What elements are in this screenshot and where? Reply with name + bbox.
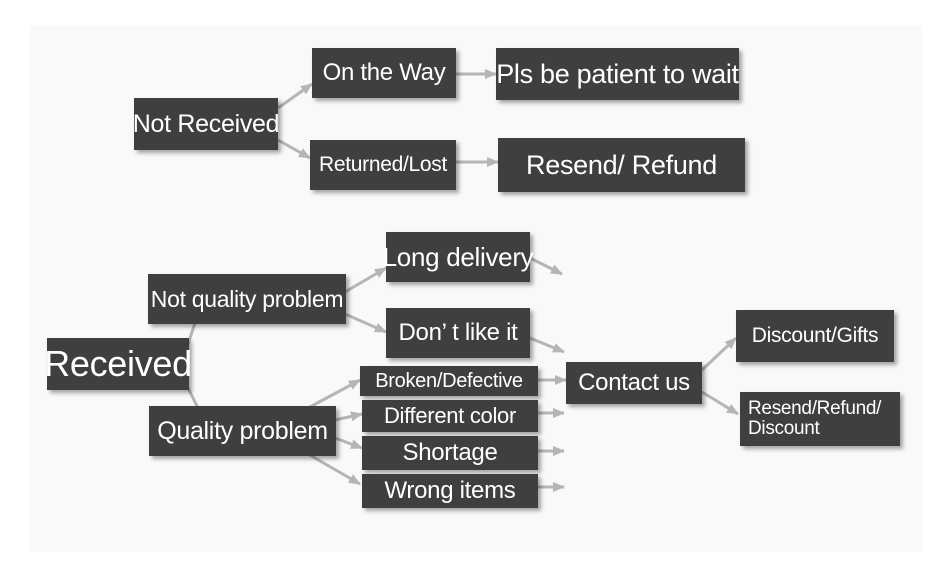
node-contact-us: Contact us xyxy=(566,362,702,404)
node-long-delivery: Long delivery xyxy=(383,232,534,282)
node-shortage: Shortage xyxy=(362,436,538,470)
node-discount-gifts: Discount/Gifts xyxy=(736,310,894,362)
node-resend-refund: Resend/ Refund xyxy=(498,138,745,192)
node-on-the-way: On the Way xyxy=(312,48,456,98)
connector-received-to-not-quality xyxy=(186,319,198,345)
arrow-long-delivery-out xyxy=(529,256,563,276)
arrow-not-quality-to-long-delivery xyxy=(344,266,387,294)
arrow-quality-to-wrong-items xyxy=(307,452,361,486)
node-returned-lost: Returned/Lost xyxy=(310,140,456,190)
arrow-quality-to-broken xyxy=(307,378,361,410)
node-not-received: Not Received xyxy=(133,98,280,150)
node-be-patient: Pls be patient to wait xyxy=(496,48,739,100)
node-wrong-items: Wrong items xyxy=(362,474,538,508)
arrow-not-received-to-on-the-way xyxy=(277,82,313,110)
node-different-color: Different color xyxy=(362,400,538,432)
arrow-quality-to-different-color xyxy=(334,411,363,422)
arrow-not-received-to-returned-lost xyxy=(277,138,311,160)
node-resend-refund-discount: Resend/Refund/ Discount xyxy=(740,392,900,446)
node-dont-like-it: Don’ t like it xyxy=(386,308,530,358)
arrow-contact-to-resend-refund-discount xyxy=(701,390,739,416)
arrow-dont-like-to-contact xyxy=(529,336,565,354)
node-not-quality-problem: Not quality problem xyxy=(148,274,346,324)
node-received: Received xyxy=(44,338,192,390)
node-quality-problem: Quality problem xyxy=(149,406,336,456)
arrow-not-quality-to-dont-like xyxy=(344,312,387,334)
arrow-contact-to-discount-gifts xyxy=(700,336,738,372)
node-broken-defective: Broken/Defective xyxy=(360,366,538,396)
arrow-quality-to-shortage xyxy=(334,436,363,450)
